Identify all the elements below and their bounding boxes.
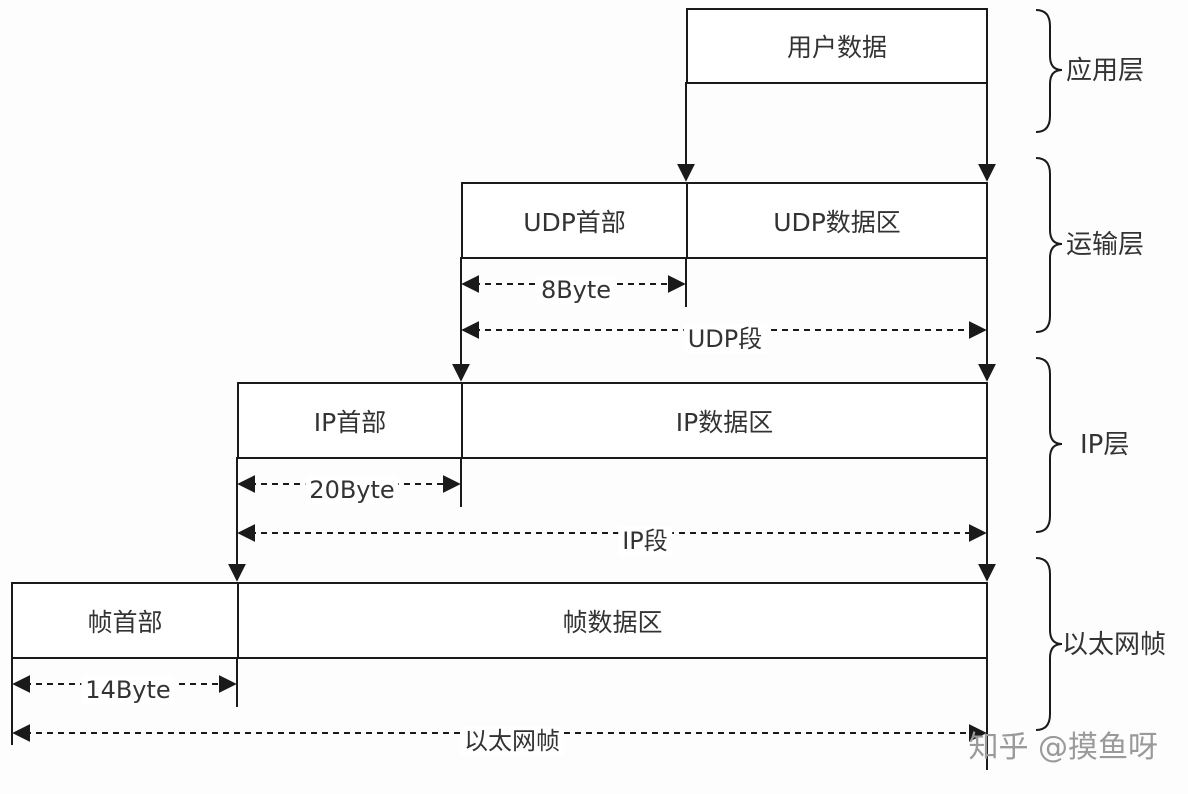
udp-data-label: UDP数据区 (773, 207, 901, 237)
udp-data-box: UDP数据区 (686, 182, 988, 259)
ip-header-size-label: 20Byte (305, 475, 399, 505)
ip-header-label: IP首部 (313, 407, 387, 437)
watermark-text: 知乎 @摸鱼呀 (968, 730, 1158, 765)
frame-header-label: 帧首部 (87, 607, 163, 637)
brace-transport-layer (1035, 157, 1063, 333)
ip-segment-label: IP段 (618, 526, 672, 556)
layer-name-ethernet: 以太网帧 (1062, 630, 1167, 660)
frame-data-box: 帧数据区 (237, 582, 988, 659)
brace-application-layer (1035, 9, 1063, 133)
udp-segment-label: UDP段 (683, 324, 767, 354)
ip-header-box: IP首部 (237, 382, 463, 459)
frame-data-label: 帧数据区 (562, 607, 663, 637)
user-data-box: 用户数据 (686, 8, 988, 84)
eth-frame-label: 以太网帧 (460, 726, 564, 756)
udp-header-size-label: 8Byte (536, 275, 616, 305)
brace-ip-layer (1035, 357, 1063, 533)
udp-header-label: UDP首部 (523, 207, 626, 237)
user-data-label: 用户数据 (786, 33, 887, 62)
frame-header-box: 帧首部 (11, 582, 239, 659)
udp-header-box: UDP首部 (461, 182, 688, 259)
ip-data-label: IP数据区 (675, 407, 774, 437)
ip-data-box: IP数据区 (461, 382, 988, 459)
eth-header-size-label: 14Byte (81, 675, 175, 705)
layer-name-ip: IP层 (1080, 430, 1130, 460)
layer-name-application: 应用层 (1066, 56, 1145, 86)
brace-ethernet-layer (1035, 557, 1063, 731)
layer-name-transport: 运输层 (1066, 230, 1145, 260)
